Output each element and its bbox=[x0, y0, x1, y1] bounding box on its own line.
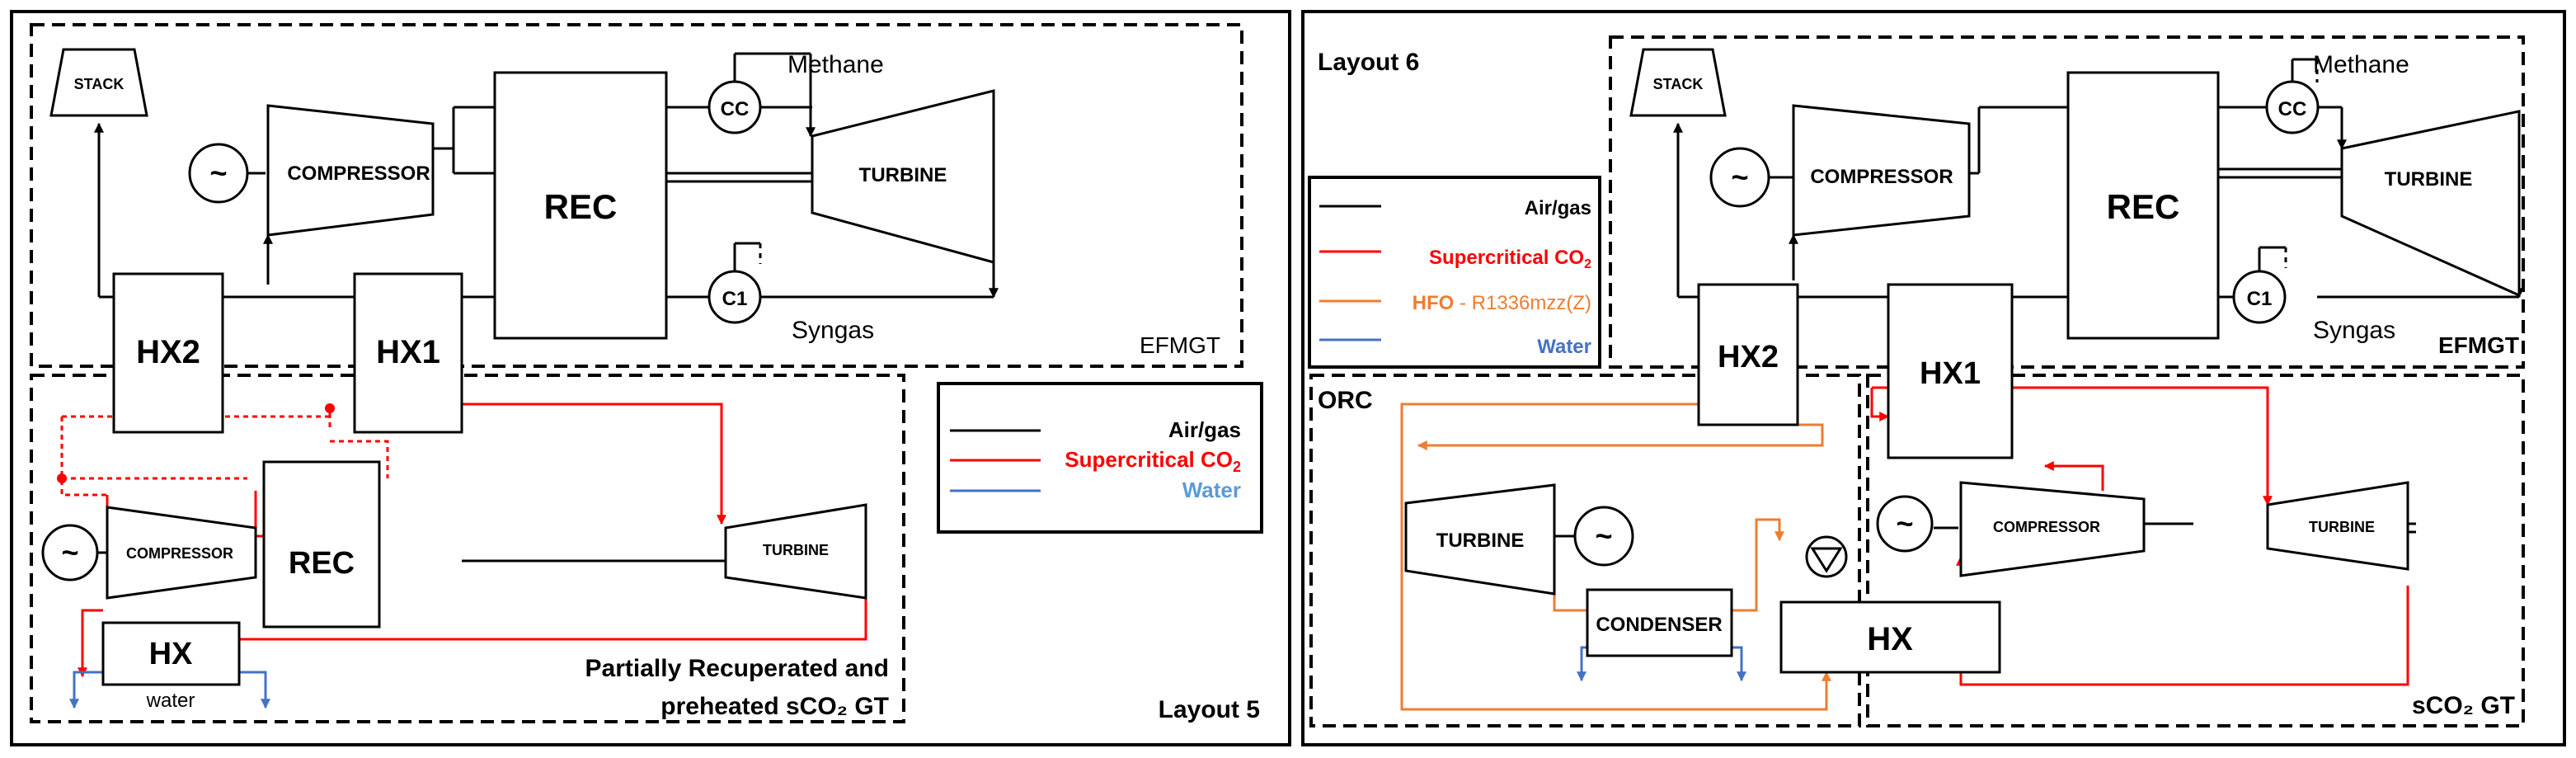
legend-layout5: Air/gas Supercritical CO2 Water bbox=[937, 382, 1263, 534]
svg-text:~: ~ bbox=[1731, 160, 1748, 194]
heat-exchanger-hx2-6: HX2 bbox=[1697, 283, 1799, 426]
legend6-air-label: Air/gas bbox=[1525, 197, 1591, 219]
generator-top-6: ~ bbox=[1709, 147, 1770, 208]
combustion-chamber-6: CC bbox=[2265, 80, 2320, 134]
svg-text:~: ~ bbox=[1896, 506, 1913, 540]
heat-exchanger-hx2: HX2 bbox=[112, 272, 224, 434]
recuperator-top-6: REC bbox=[2066, 71, 2220, 340]
svg-text:REC: REC bbox=[2107, 187, 2180, 226]
description-line2: preheated sCO₂ GT bbox=[660, 693, 889, 720]
legend6-sco2-label: Supercritical CO2 bbox=[1429, 247, 1591, 271]
svg-text:COMPRESSOR: COMPRESSOR bbox=[126, 545, 233, 562]
sco2-turbine: TURBINE bbox=[2266, 481, 2409, 571]
orc-label: ORC bbox=[1318, 387, 1373, 414]
efmgt-boundary-6 bbox=[1609, 35, 2525, 369]
generator-top: ~ bbox=[188, 143, 249, 204]
water-label: water bbox=[146, 690, 195, 712]
heat-exchanger-hx1: HX1 bbox=[353, 272, 463, 434]
water-heat-exchanger: HX bbox=[101, 621, 241, 686]
svg-text:REC: REC bbox=[289, 546, 355, 581]
methane-label-6: Methane bbox=[2313, 51, 2409, 78]
svg-text:TURBINE: TURBINE bbox=[2309, 519, 2375, 535]
stack-6: STACK bbox=[1629, 48, 1727, 117]
orc-generator: ~ bbox=[1573, 506, 1634, 567]
methane-label: Methane bbox=[787, 51, 884, 78]
svg-text:TURBINE: TURBINE bbox=[2385, 168, 2473, 191]
sco2-gt-label: sCO₂ GT bbox=[2412, 692, 2515, 719]
svg-text:STACK: STACK bbox=[74, 76, 125, 92]
svg-text:CC: CC bbox=[721, 98, 750, 120]
legend-layout6: Air/gas Supercritical CO2 HFO - R1336mzz… bbox=[1308, 176, 1601, 369]
efmgt-label: EFMGT bbox=[1140, 332, 1220, 358]
svg-text:REC: REC bbox=[544, 187, 618, 226]
svg-text:CC: CC bbox=[2278, 98, 2307, 120]
svg-text:C1: C1 bbox=[722, 288, 748, 310]
turbine-top-6: TURBINE bbox=[2340, 110, 2521, 298]
svg-text:COMPRESSOR: COMPRESSOR bbox=[1993, 519, 2100, 535]
compressor-top: COMPRESSOR bbox=[266, 104, 435, 237]
combustor-c1: C1 bbox=[707, 270, 762, 324]
legend6-hfo-label: HFO - R1336mzz(Z) bbox=[1413, 292, 1591, 314]
svg-text:TURBINE: TURBINE bbox=[763, 542, 829, 558]
svg-text:HX1: HX1 bbox=[376, 334, 440, 370]
svg-text:TURBINE: TURBINE bbox=[859, 164, 947, 186]
efmgt-boundary bbox=[30, 23, 1243, 368]
svg-text:HX1: HX1 bbox=[1920, 356, 1981, 391]
orc-boundary bbox=[1309, 374, 1861, 727]
sco2-boundary bbox=[30, 374, 905, 723]
recuperator-bottom: REC bbox=[262, 460, 381, 629]
compressor-top-6: COMPRESSOR bbox=[1792, 104, 1971, 237]
layout6-panel: Layout 6 bbox=[1301, 10, 2566, 746]
condenser: CONDENSER bbox=[1586, 588, 1733, 657]
pump-icon bbox=[1805, 535, 1848, 578]
generator-bottom: ~ bbox=[41, 524, 99, 581]
sco2-generator: ~ bbox=[1876, 495, 1934, 553]
compressor-bottom: COMPRESSOR bbox=[106, 506, 257, 600]
sco2-gt-boundary bbox=[1866, 374, 2525, 727]
svg-text:STACK: STACK bbox=[1653, 76, 1704, 92]
svg-text:~: ~ bbox=[209, 156, 227, 190]
svg-text:~: ~ bbox=[61, 535, 78, 569]
layout6-title: Layout 6 bbox=[1318, 49, 1419, 76]
syngas-label: Syngas bbox=[792, 317, 874, 344]
heat-exchanger-hx1-6: HX1 bbox=[1887, 283, 2014, 459]
syngas-label-6: Syngas bbox=[2313, 317, 2395, 344]
svg-text:C1: C1 bbox=[2247, 288, 2273, 310]
description-line1: Partially Recuperated and bbox=[585, 655, 889, 682]
sco2-compressor: COMPRESSOR bbox=[1959, 481, 2146, 577]
layout5-panel: STACK ~ COMPRESSOR REC CC Methane C1 Syn… bbox=[10, 10, 1291, 746]
legend-sco2-label: Supercritical CO2 bbox=[1065, 447, 1241, 475]
svg-text:HX: HX bbox=[1867, 621, 1913, 657]
legend-air-label: Air/gas bbox=[1168, 417, 1241, 442]
sco2-hx: HX bbox=[1779, 600, 2001, 674]
layout5-title: Layout 5 bbox=[1159, 696, 1260, 723]
turbine-bottom: TURBINE bbox=[724, 503, 867, 600]
legend-water-label: Water bbox=[1182, 478, 1241, 502]
turbine-top: TURBINE bbox=[811, 89, 995, 264]
combustion-chamber: CC bbox=[707, 80, 762, 134]
orc-turbine: TURBINE bbox=[1404, 483, 1556, 596]
recuperator-top: REC bbox=[493, 71, 668, 340]
svg-text:~: ~ bbox=[1595, 519, 1612, 553]
svg-text:HX: HX bbox=[149, 637, 193, 671]
svg-text:COMPRESSOR: COMPRESSOR bbox=[287, 162, 430, 185]
svg-text:HX2: HX2 bbox=[1718, 340, 1779, 374]
svg-text:CONDENSER: CONDENSER bbox=[1596, 614, 1722, 636]
svg-text:COMPRESSOR: COMPRESSOR bbox=[1810, 166, 1953, 188]
efmgt-label-6: EFMGT bbox=[2438, 332, 2519, 358]
svg-text:HX2: HX2 bbox=[136, 334, 200, 370]
legend6-water-label: Water bbox=[1537, 336, 1591, 358]
combustor-c1-6: C1 bbox=[2232, 270, 2287, 324]
stack: STACK bbox=[49, 48, 148, 117]
svg-text:TURBINE: TURBINE bbox=[1436, 530, 1525, 552]
